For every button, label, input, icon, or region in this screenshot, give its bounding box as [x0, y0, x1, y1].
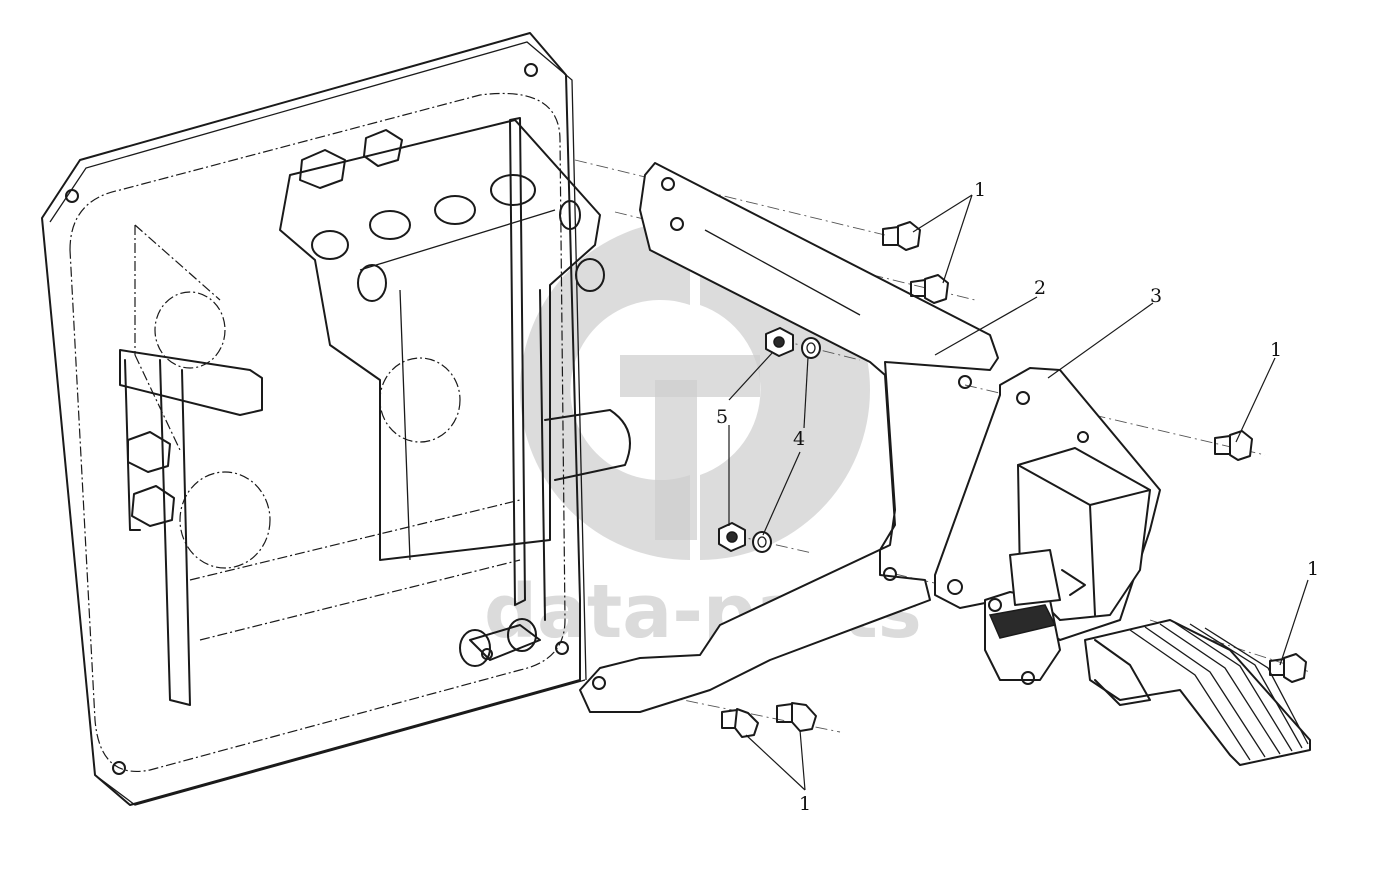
- lower-pivot: [459, 618, 541, 667]
- washer-4-upper: [801, 337, 821, 359]
- nut-5-lower: [718, 522, 746, 552]
- pedal-bracket-bolts: [127, 129, 403, 527]
- accelerator-pedal: [1084, 619, 1311, 766]
- callout-1-right: 1: [1270, 339, 1282, 361]
- callout-3: 3: [1150, 285, 1162, 307]
- bolt-1-pedal: [1269, 653, 1307, 683]
- bolt-1-right: [1214, 430, 1253, 461]
- callout-5: 5: [716, 406, 728, 428]
- nut-5-upper: [765, 327, 794, 357]
- leader-lines: [728, 194, 1309, 791]
- callout-1-lower: 1: [799, 793, 811, 815]
- mounting-plate: [41, 32, 587, 806]
- callout-2: 2: [1034, 277, 1046, 299]
- bolt-1-middle: [910, 274, 949, 304]
- bolt-1-lower-left: [721, 708, 759, 738]
- callout-1-upper: 1: [974, 179, 986, 201]
- bolt-1-lower-right: [776, 702, 817, 732]
- bolt-1-upper: [882, 221, 921, 251]
- adapter-bracket-part-2: [579, 162, 999, 713]
- callout-4: 4: [793, 428, 805, 450]
- pedal-sensor-module: [984, 447, 1151, 685]
- pedal-bracket: [279, 117, 631, 621]
- callout-1-pedal: 1: [1307, 558, 1319, 580]
- washer-4-lower: [752, 531, 772, 553]
- left-side-frame: [119, 349, 263, 706]
